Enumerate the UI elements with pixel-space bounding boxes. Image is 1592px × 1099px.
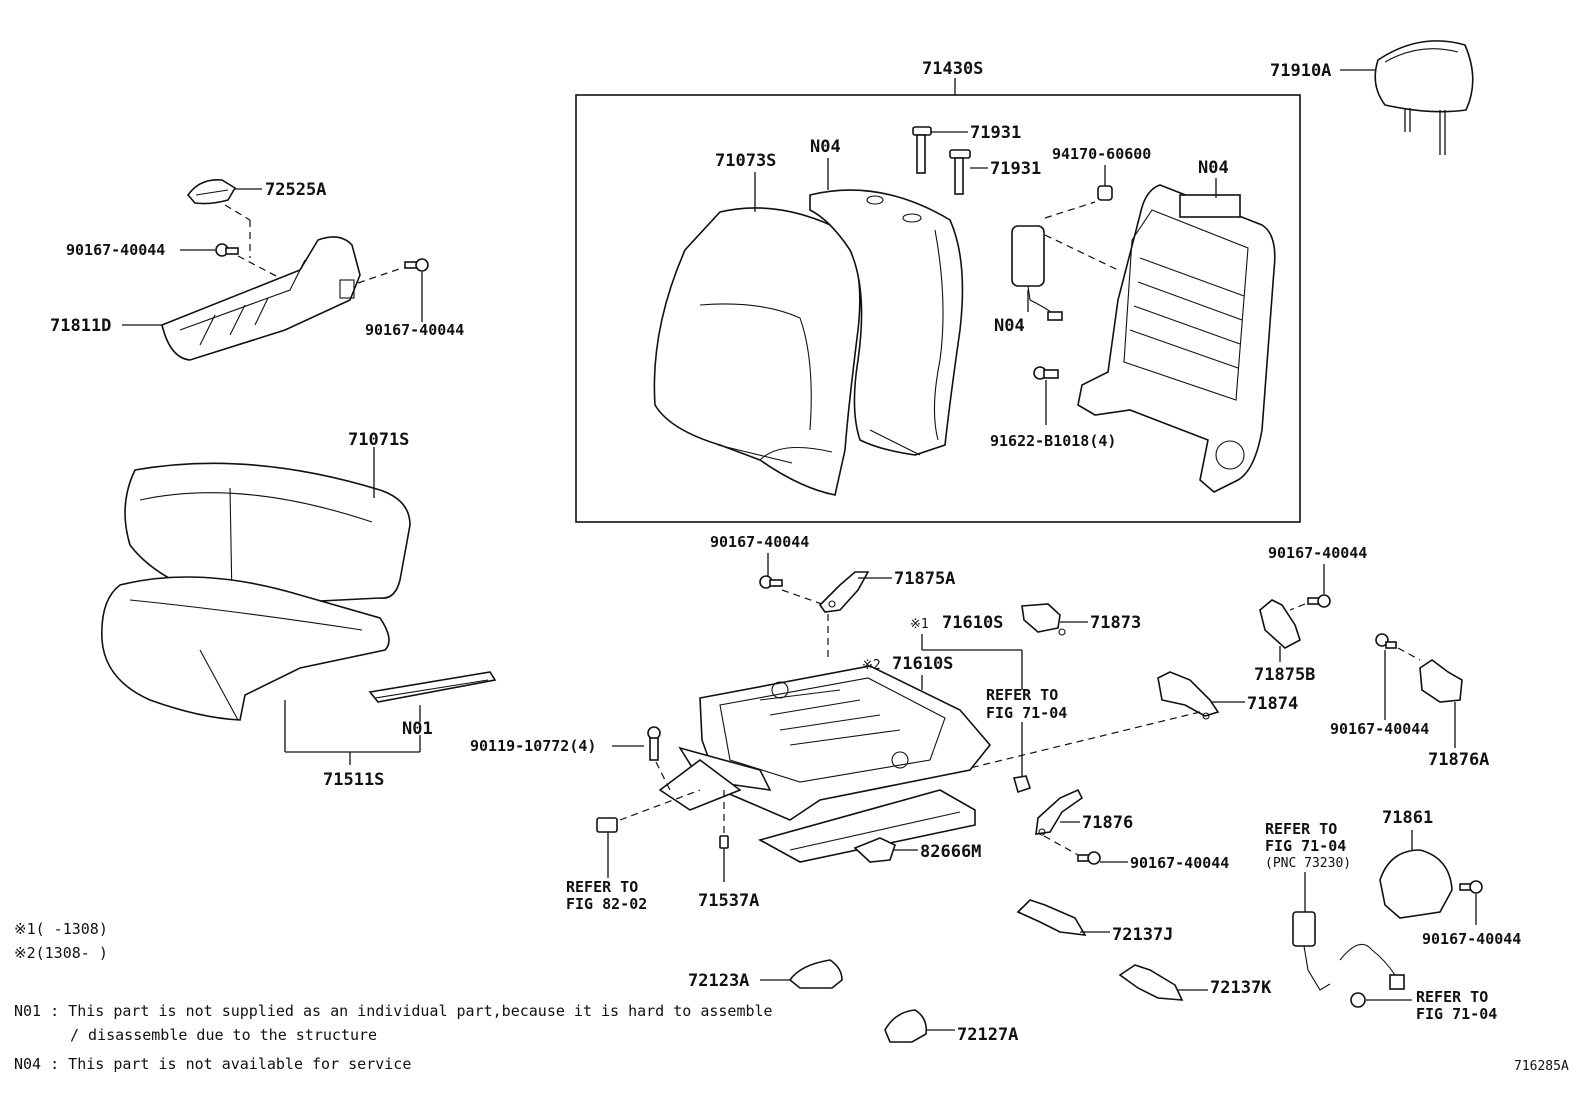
headrest-guide-71931-a <box>912 126 932 174</box>
part-label-91622-B1018: 91622-B1018(4) <box>990 432 1116 450</box>
bracket-71873 <box>1021 603 1066 636</box>
bolt-90119-10772 <box>647 726 661 761</box>
clip-71537A <box>719 835 729 849</box>
part-label-71610S-2: 71610S <box>892 654 953 674</box>
bolt-91622-B1018 <box>1033 366 1059 380</box>
seat-belt-buckle <box>1292 911 1405 1008</box>
bracket-71876 <box>1035 788 1084 836</box>
part-label-71811D: 71811D <box>50 316 111 336</box>
part-label-71071S: 71071S <box>348 430 409 450</box>
part-label-n04-airbag: N04 <box>994 316 1025 336</box>
screw-90167-40044-e <box>1307 594 1331 608</box>
part-label-90167-40044-b: 90167-40044 <box>365 321 464 339</box>
cover-72137J <box>1016 899 1087 936</box>
note-n01-line-2: / disassemble due to the structure <box>70 1026 377 1044</box>
note-range-1: ※1( -1308) <box>14 920 108 938</box>
part-label-90167-40044-c: 90167-40044 <box>710 533 809 551</box>
part-label-71874: 71874 <box>1247 694 1298 714</box>
part-label-71511S: 71511S <box>323 770 384 790</box>
part-label-72123A: 72123A <box>688 971 749 991</box>
screw-90167-40044-c <box>759 575 783 589</box>
part-label-72127A: 72127A <box>957 1025 1018 1045</box>
figure-id: 716285A <box>1514 1059 1569 1074</box>
screw-90167-40044-a <box>215 243 239 257</box>
refer-1-line-2: FIG 71-04 <box>986 704 1067 722</box>
bracket-71875A <box>818 571 870 613</box>
mark-2: ※2 <box>862 658 881 673</box>
part-label-n01: N01 <box>402 719 433 739</box>
seatback-cover-71073S <box>653 207 861 496</box>
part-label-71610S-1: 71610S <box>942 613 1003 633</box>
cover-72127A <box>884 1009 928 1043</box>
note-n01-line-1: N01 : This part is not supplied as an in… <box>14 1002 773 1020</box>
cover-71876A <box>1419 659 1463 703</box>
bracket-71874 <box>1157 671 1220 720</box>
part-label-n04-pad: N04 <box>810 137 841 157</box>
seat-cushion-pad-71511S <box>101 576 390 721</box>
part-label-82666M: 82666M <box>920 842 981 862</box>
part-label-71910A: 71910A <box>1270 61 1331 81</box>
part-label-90167-40044-d: 90167-40044 <box>1130 854 1229 872</box>
seat-cushion-cover-71071S <box>124 462 411 606</box>
headrest-71910A <box>1374 40 1474 155</box>
part-label-71876: 71876 <box>1082 813 1133 833</box>
part-label-71861: 71861 <box>1382 808 1433 828</box>
refer-3-line-3: (PNC 73230) <box>1265 856 1351 871</box>
refer-4-line-2: FIG 71-04 <box>1416 1005 1497 1023</box>
note-n04: N04 : This part is not available for ser… <box>14 1055 411 1073</box>
part-label-90119-10772: 90119-10772(4) <box>470 737 596 755</box>
screw-90167-40044-g <box>1459 880 1483 894</box>
cover-71875B <box>1259 599 1301 649</box>
screw-90167-40044-d <box>1077 851 1101 865</box>
side-shield-71811D <box>161 236 361 361</box>
part-label-71875B: 71875B <box>1254 665 1315 685</box>
part-label-71931-a: 71931 <box>970 123 1021 143</box>
refer-4-line-1: REFER TO <box>1416 988 1488 1006</box>
side-airbag-n04 <box>1011 225 1063 321</box>
refer-2-line-2: FIG 82-02 <box>566 895 647 913</box>
knob-72525A <box>186 178 237 205</box>
clip-refer-71-04 <box>1012 775 1032 794</box>
screw-90167-40044-b <box>404 258 429 272</box>
cover-72137K <box>1118 964 1184 1001</box>
refer-2-line-1: REFER TO <box>566 878 638 896</box>
refer-1-line-1: REFER TO <box>986 686 1058 704</box>
cover-82666M <box>853 837 896 863</box>
part-label-n04-frame: N04 <box>1198 158 1229 178</box>
part-label-71430S: 71430S <box>922 59 983 79</box>
part-label-72525A: 72525A <box>265 180 326 200</box>
connector-refer-82-02 <box>596 817 618 833</box>
part-label-71537A: 71537A <box>698 891 759 911</box>
refer-3-line-1: REFER TO <box>1265 820 1337 838</box>
part-label-71873: 71873 <box>1090 613 1141 633</box>
nut-94170-60600 <box>1097 185 1113 201</box>
part-label-90167-40044-a: 90167-40044 <box>66 241 165 259</box>
part-label-90167-40044-e: 90167-40044 <box>1268 544 1367 562</box>
refer-3-line-2: FIG 71-04 <box>1265 837 1346 855</box>
cover-72123A <box>788 959 843 989</box>
seatback-frame-n04 <box>1077 184 1276 493</box>
part-label-71931-b: 71931 <box>990 159 1041 179</box>
part-label-71073S: 71073S <box>715 151 776 171</box>
mark-1: ※1 <box>910 617 929 632</box>
part-label-90167-40044-f: 90167-40044 <box>1330 720 1429 738</box>
part-label-72137J: 72137J <box>1112 925 1173 945</box>
cover-71861 <box>1379 849 1453 919</box>
part-label-71875A: 71875A <box>894 569 955 589</box>
screw-90167-40044-f <box>1375 633 1397 649</box>
part-label-94170-60600: 94170-60600 <box>1052 145 1151 163</box>
note-range-2: ※2(1308- ) <box>14 944 108 962</box>
seat-adjuster-71610S <box>658 665 992 863</box>
part-label-71876A: 71876A <box>1428 750 1489 770</box>
seatback-pad-n04 <box>809 189 964 456</box>
seatback-assembly-frame <box>575 94 1301 523</box>
headrest-guide-71931-b <box>949 149 971 195</box>
cushion-wire-n01 <box>368 671 497 703</box>
part-label-90167-40044-g: 90167-40044 <box>1422 930 1521 948</box>
part-label-72137K: 72137K <box>1210 978 1272 998</box>
